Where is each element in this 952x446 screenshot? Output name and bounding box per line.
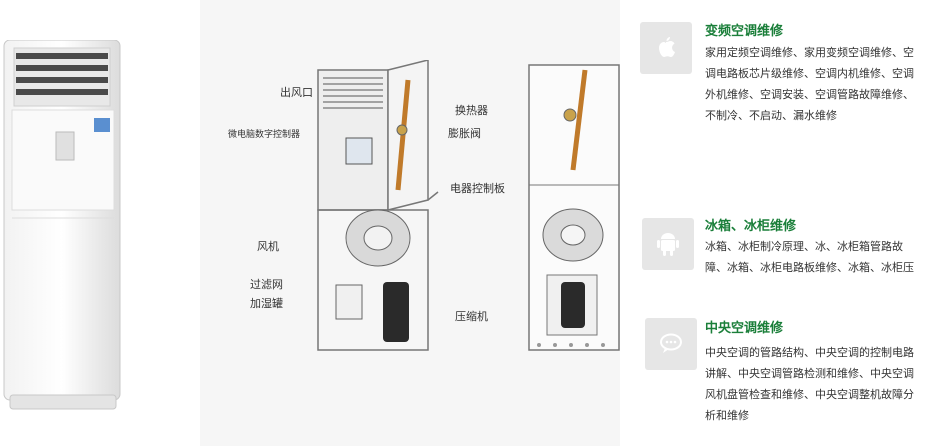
description-line: 中央空调的管路结构、中央空调的控制电路 (705, 346, 914, 359)
apple-icon (640, 22, 692, 74)
description-line: 风机盘管检查和维修、中央空调整机故障分 (705, 388, 914, 401)
label-outlet: 出风口 (280, 86, 313, 99)
description-line: 不制冷、不启动、漏水维修 (705, 109, 837, 122)
label-humidifier: 加湿罐 (250, 297, 283, 310)
description-line: 调电路板芯片级维修、空调内机维修、空调 (705, 67, 914, 80)
label-heat-exchanger: 换热器 (455, 104, 488, 117)
service-title: 中央空调维修 (705, 321, 784, 336)
cabinet-cutaway-diagram (317, 60, 439, 351)
description-line: 外机维修、空调安装、空调管路故障维修、 (705, 88, 914, 101)
air-conditioner-image (3, 40, 121, 410)
service-description: 中央空调的管路结构、中央空调的控制电路 讲解、中央空调管路检测和维修、中央空调 … (705, 342, 914, 426)
chat-bubble-icon (645, 318, 697, 370)
label-compressor: 压缩机 (455, 310, 488, 323)
cabinet-side-view-diagram (528, 64, 620, 351)
label-filter: 过滤网 (250, 278, 283, 291)
label-expansion-valve: 膨胀阀 (448, 127, 481, 140)
description-line: 讲解、中央空调管路检测和维修、中央空调 (705, 367, 914, 380)
label-fan: 风机 (257, 240, 279, 253)
label-controller: 微电脑数字控制器 (228, 130, 301, 140)
description-line: 析和维修 (705, 409, 749, 422)
description-line: 冰箱、冰柜制冷原理、冰、冰柜箱管路故 (705, 240, 903, 253)
description-line: 家用定频空调维修、家用变频空调维修、空 (705, 46, 914, 59)
service-title: 冰箱、冰柜维修 (705, 219, 797, 234)
service-description: 家用定频空调维修、家用变频空调维修、空 调电路板芯片级维修、空调内机维修、空调 … (705, 42, 914, 126)
description-line: 障、冰箱、冰柜电路板维修、冰箱、冰柜压 (705, 261, 914, 274)
label-electrical-board: 电器控制板 (450, 182, 505, 195)
service-description: 冰箱、冰柜制冷原理、冰、冰柜箱管路故 障、冰箱、冰柜电路板维修、冰箱、冰柜压 (705, 236, 914, 278)
android-icon (642, 218, 694, 270)
service-title: 变频空调维修 (705, 24, 784, 39)
